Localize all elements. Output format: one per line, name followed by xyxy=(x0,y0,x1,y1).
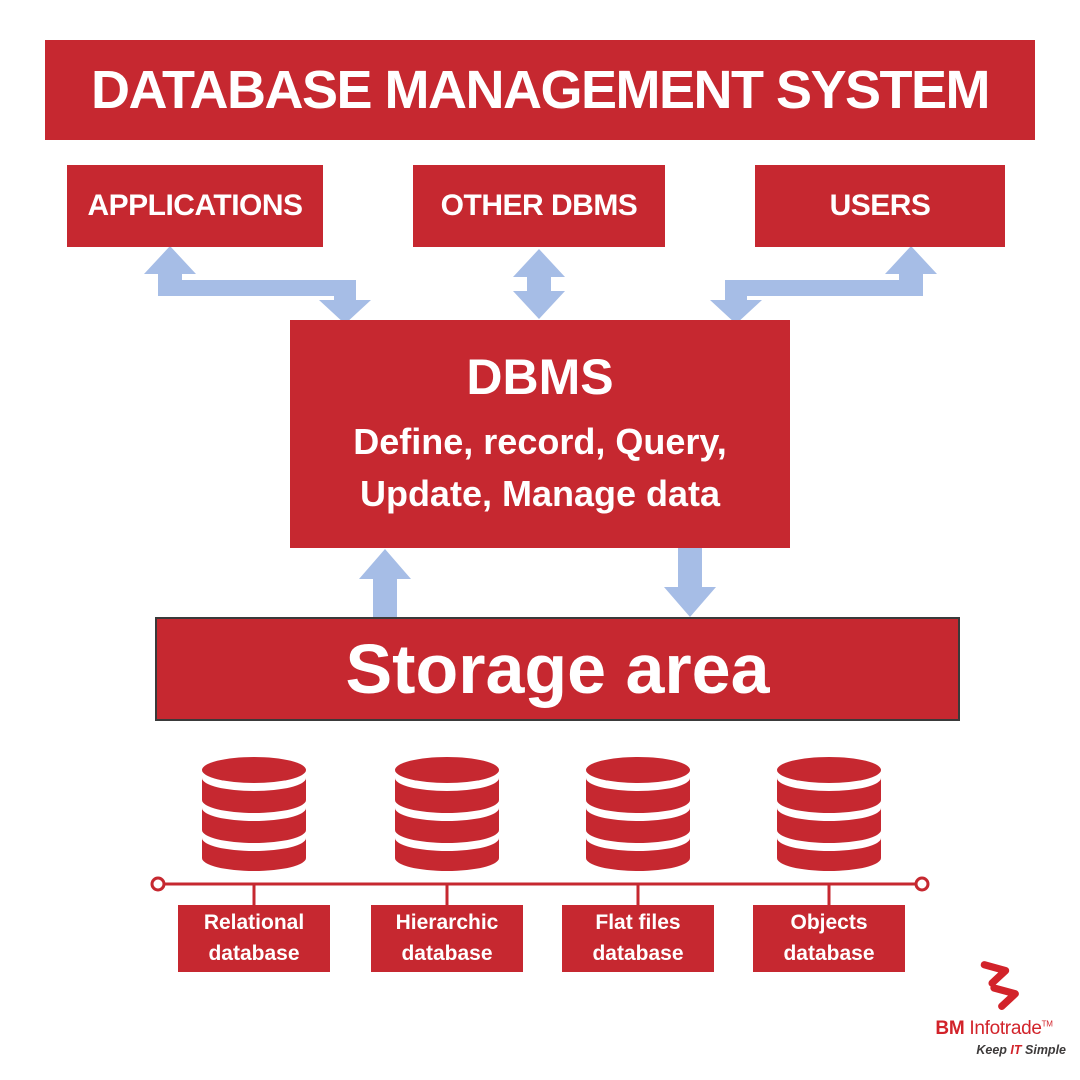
dbms-title: DBMS xyxy=(466,348,614,405)
trademark-symbol: TM xyxy=(1041,1019,1053,1029)
actor-box-other-dbms: OTHER DBMS xyxy=(413,165,665,247)
database-type-box-flat-files: Flat files database xyxy=(562,905,714,972)
tagline-post: Simple xyxy=(1021,1043,1066,1057)
database-type-label: Hierarchic database xyxy=(395,911,499,965)
database-cylinder-icon xyxy=(395,757,499,871)
brand-name: BM InfotradeTM xyxy=(935,1018,1052,1040)
actor-label: OTHER DBMS xyxy=(440,189,638,222)
bm-infotrade-mark-icon xyxy=(980,961,1019,1010)
arrow-applications-dbms xyxy=(144,246,371,324)
storage-area-box: Storage area xyxy=(155,617,960,721)
database-type-label: Relational database xyxy=(203,911,305,965)
database-type-box-hierarchic: Hierarchic database xyxy=(371,905,523,972)
actor-label: APPLICATIONS xyxy=(87,189,303,222)
arrow-users-dbms xyxy=(710,246,937,324)
tagline: Keep IT Simple xyxy=(912,1043,1076,1057)
actor-box-applications: APPLICATIONS xyxy=(67,165,323,247)
dbms-box: DBMS Define, record, Query, Update, Mana… xyxy=(290,320,790,548)
actor-label: USERS xyxy=(829,189,931,222)
database-cylinder-icon xyxy=(586,757,690,871)
database-type-box-objects: Objects database xyxy=(753,905,905,972)
page-title-text: DATABASE MANAGEMENT SYSTEM xyxy=(90,60,991,120)
actor-box-users: USERS xyxy=(755,165,1005,247)
database-type-label: Flat files database xyxy=(592,911,684,965)
dbms-description-line: Update, Manage data xyxy=(359,473,721,514)
tagline-pre: Keep xyxy=(976,1043,1011,1057)
database-cylinder-icon xyxy=(202,757,306,871)
tagline-it: IT xyxy=(1010,1043,1022,1057)
dbms-description-line: Define, record, Query, xyxy=(353,420,727,462)
brand-name-rest: Infotrade xyxy=(964,1018,1042,1039)
brand-name-bold: BM xyxy=(935,1018,965,1039)
arrow-other-dbms-dbms xyxy=(513,249,565,319)
bm-infotrade-logo: BM InfotradeTM Keep IT Simple xyxy=(912,958,1076,1070)
arrow-dbms-to-storage xyxy=(664,548,716,617)
page-title: DATABASE MANAGEMENT SYSTEM xyxy=(45,40,1035,140)
arrow-storage-to-dbms xyxy=(359,549,411,617)
database-type-box-relational: Relational database xyxy=(178,905,330,972)
database-types-connector xyxy=(150,876,930,907)
database-type-label: Objects database xyxy=(783,911,875,965)
database-cylinder-icon xyxy=(777,757,881,871)
storage-area-label: Storage area xyxy=(345,630,770,708)
